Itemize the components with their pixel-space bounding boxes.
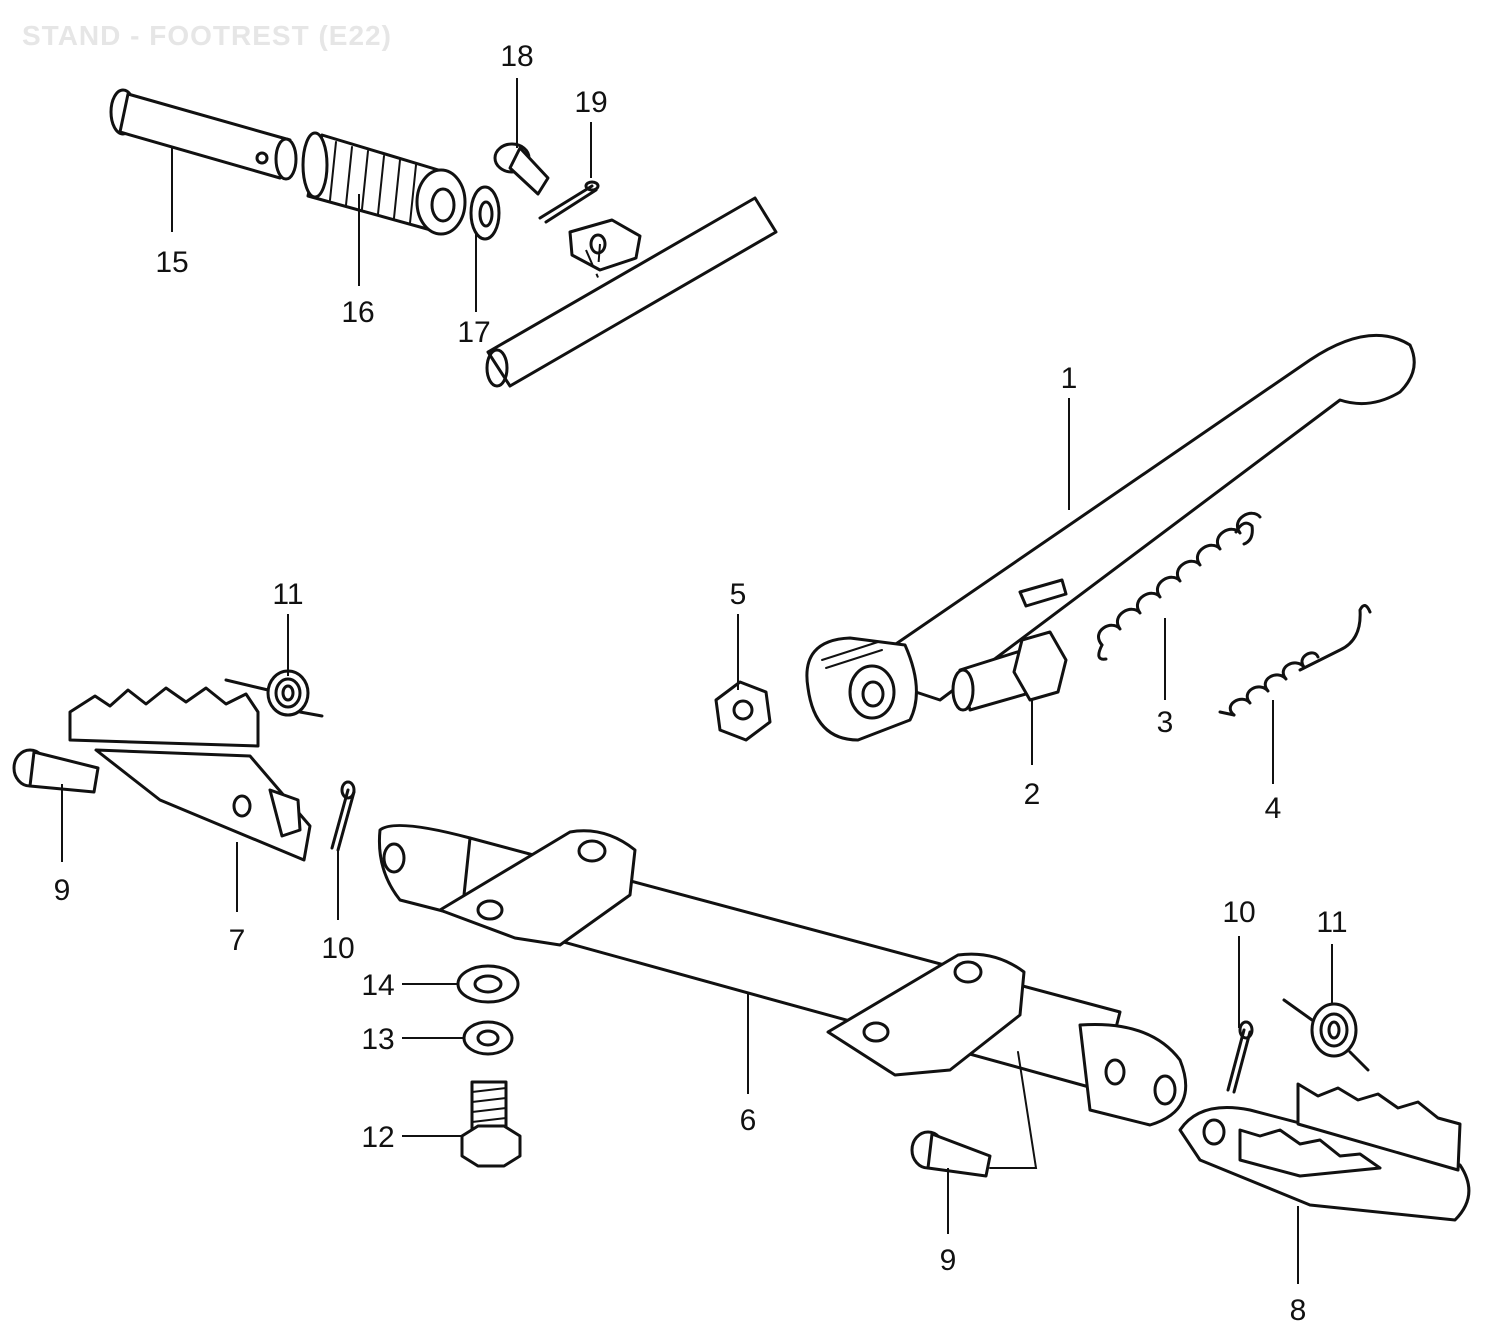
callout-3: 3 [1157,706,1174,739]
part-4-stand-spring-inner [1218,604,1372,717]
callout-labels: 15 16 17 18 19 1 5 2 3 4 11 9 7 10 14 13… [54,40,1348,1327]
callout-18: 18 [500,40,533,73]
part-11-return-spring-right [1282,998,1370,1072]
part-1-side-stand [805,333,1416,742]
part-10-cotter-pin-left [330,780,356,852]
part-9-pivot-pin-left [12,748,100,794]
part-13-lock-washer [462,1020,514,1056]
callout-6: 6 [740,1104,757,1137]
callout-11-left: 11 [272,578,303,611]
callout-14: 14 [361,969,394,1002]
part-5-nut [714,680,772,742]
callout-11-right: 11 [1316,906,1347,939]
part-14-flat-washer [456,964,520,1004]
callout-10-right: 10 [1222,896,1255,929]
leader-lines [61,78,1333,1284]
callout-5: 5 [730,578,747,611]
callout-15: 15 [155,246,188,279]
callout-9-left: 9 [54,874,71,907]
callout-7: 7 [229,924,246,957]
callout-9-right: 9 [940,1244,957,1277]
part-18-clevis-pin [493,142,550,196]
part-12-bolt [460,1080,522,1168]
callout-12: 12 [361,1121,394,1154]
callout-4: 4 [1265,792,1282,825]
part-16-footrest-rubber [301,131,467,236]
callout-19: 19 [574,86,607,119]
part-17-washer [469,185,501,241]
frame-tube-bracket [485,196,778,388]
callout-2: 2 [1024,778,1041,811]
callout-16: 16 [341,296,374,329]
part-6-footrest-bar [377,824,1188,1127]
callout-13: 13 [361,1023,394,1056]
part-19-cotter-pin [538,180,600,224]
part-10-cotter-pin-right [1226,1020,1254,1094]
pin-alignment-line [989,1051,1038,1169]
page-title: STAND - FOOTREST (E22) [22,20,392,51]
part-7-footrest-left [68,686,312,862]
part-2-stand-bolt [951,630,1068,712]
callout-17: 17 [457,316,490,349]
part-3-stand-spring-outer [1097,511,1262,661]
part-9-pivot-pin-right [910,1130,992,1178]
callout-1: 1 [1061,362,1078,395]
callout-8: 8 [1290,1294,1307,1327]
callout-10-left: 10 [321,932,354,965]
part-15-footrest-pin [109,88,298,181]
part-8-footrest-right [1178,1082,1471,1222]
